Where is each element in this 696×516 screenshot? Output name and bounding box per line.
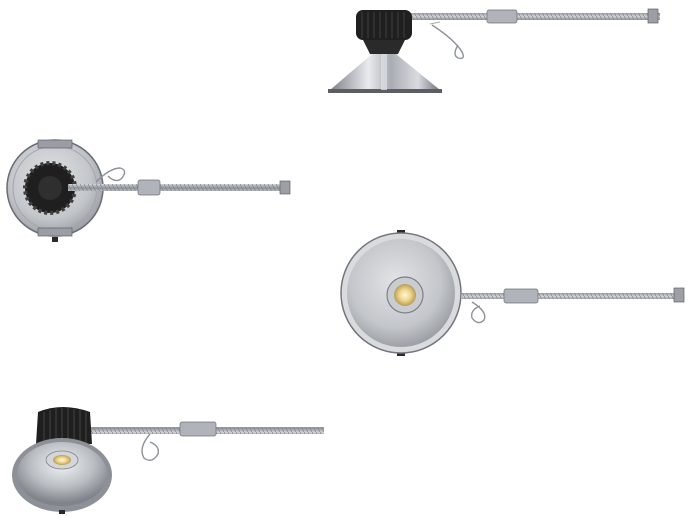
yoke-top bbox=[37, 139, 73, 149]
side-elevation-view bbox=[328, 8, 660, 93]
heat-sink-fins bbox=[361, 12, 405, 38]
rod-end-nut bbox=[673, 287, 685, 303]
driver-housing bbox=[363, 40, 405, 54]
led-lens bbox=[53, 455, 71, 465]
rod-coupler bbox=[503, 288, 539, 304]
led-lens bbox=[394, 284, 416, 306]
safety-cable bbox=[429, 21, 441, 25]
rim-tab bbox=[59, 510, 65, 514]
three-quarter-view bbox=[12, 407, 324, 514]
rim-tab bbox=[52, 237, 58, 242]
bottom-view bbox=[340, 230, 685, 356]
safety-clip bbox=[95, 167, 126, 183]
rod-coupler bbox=[179, 421, 217, 437]
safety-clip bbox=[470, 301, 486, 324]
threaded-rod bbox=[68, 184, 288, 191]
rod-coupler bbox=[137, 179, 161, 196]
heat-sink-fins bbox=[43, 407, 87, 444]
top-view bbox=[6, 139, 291, 242]
heat-sink-core bbox=[38, 176, 62, 200]
rod-end-nut bbox=[279, 180, 291, 195]
reflector-bowl bbox=[17, 442, 107, 506]
reflector-highlight bbox=[381, 54, 387, 90]
threaded-rod bbox=[400, 13, 660, 20]
rod-end-nut bbox=[647, 8, 659, 24]
rod-coupler bbox=[486, 9, 518, 24]
safety-clip bbox=[141, 433, 160, 461]
safety-clip bbox=[431, 24, 465, 60]
reflector-rim bbox=[328, 89, 442, 93]
yoke-bottom bbox=[37, 227, 73, 237]
threaded-rod bbox=[462, 293, 682, 299]
